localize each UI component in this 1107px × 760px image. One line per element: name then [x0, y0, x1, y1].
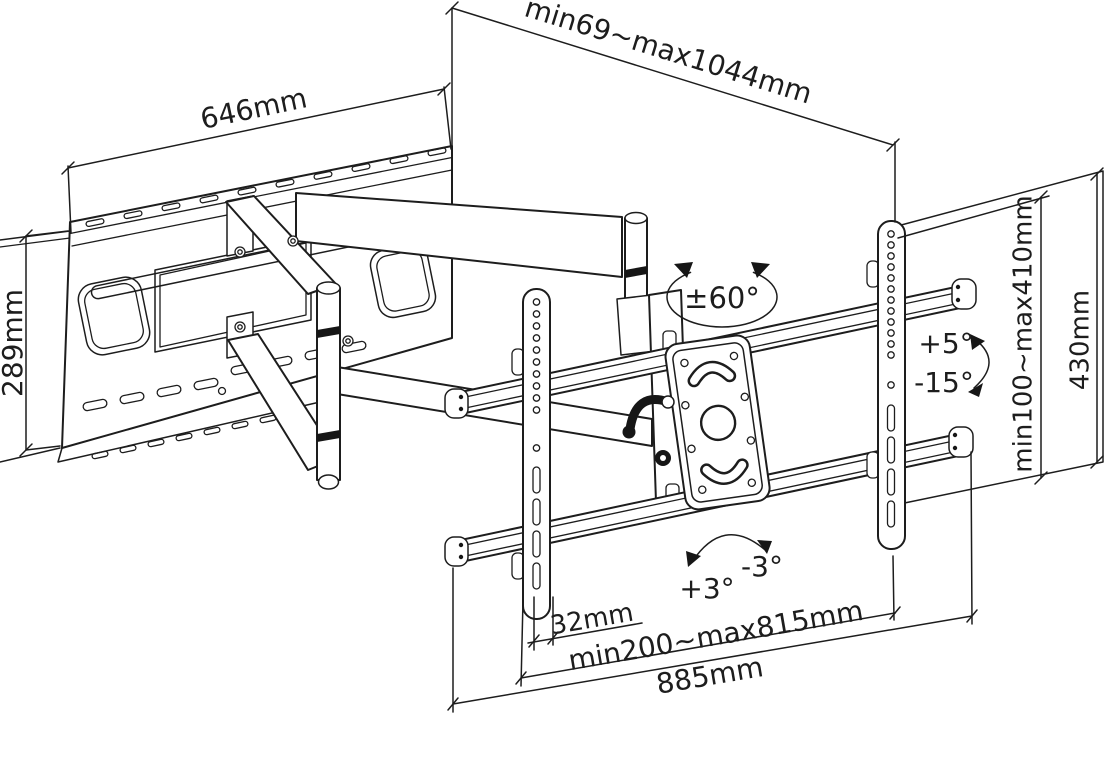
left-rail-holes [532, 298, 541, 590]
tension-lever [622, 395, 675, 466]
upper-arm [225, 192, 674, 356]
plate-top-slots [85, 147, 447, 228]
lower-crossbar-right-cap [948, 426, 974, 458]
dim-plate-height-label: 289mm [0, 289, 29, 397]
upper-crossbar-left-cap [444, 388, 469, 419]
vesa-plate [664, 334, 771, 511]
dim-tilt: +5° -15° [914, 327, 990, 399]
dim-level-minus-label: -3° [741, 550, 783, 583]
dim-swivel: ±60° [666, 262, 778, 328]
dim-tilt-down-label: -15° [914, 366, 974, 399]
dim-rail-height: 430mm [1066, 167, 1104, 469]
wall-plate [57, 145, 453, 463]
dim-rail-height-label: 430mm [1066, 290, 1096, 390]
dim-extension-depth: min69~max1044mm [445, 0, 900, 223]
right-rail-holes [886, 230, 896, 528]
dim-swivel-label: ±60° [684, 281, 760, 315]
dim-level-plus-label: +3° [679, 572, 734, 605]
dim-plate-height: 289mm [0, 229, 69, 457]
dim-rail-span-label: min100~max410mm [1009, 195, 1039, 472]
upper-arm-link2 [295, 192, 623, 278]
vesa-plate-holes [680, 351, 757, 494]
dim-extension-depth-label: min69~max1044mm [521, 0, 816, 110]
dim-rail-span: min100~max410mm [897, 190, 1050, 485]
dim-level: +3° -3° [679, 534, 783, 605]
left-tv-rail [511, 288, 551, 620]
tv-outline [889, 170, 1104, 507]
right-tv-rail [866, 220, 906, 550]
plate-left-cutout [77, 276, 151, 356]
upper-arm-bolts [234, 235, 299, 258]
elbow-post-near [316, 281, 354, 490]
plate-center-opening [154, 237, 312, 353]
dim-plate-width-label: 646mm [197, 81, 309, 136]
lower-crossbar-left-cap [444, 536, 469, 567]
dim-tilt-up-label: +5° [918, 327, 973, 360]
upper-crossbar-right-cap [951, 278, 977, 310]
